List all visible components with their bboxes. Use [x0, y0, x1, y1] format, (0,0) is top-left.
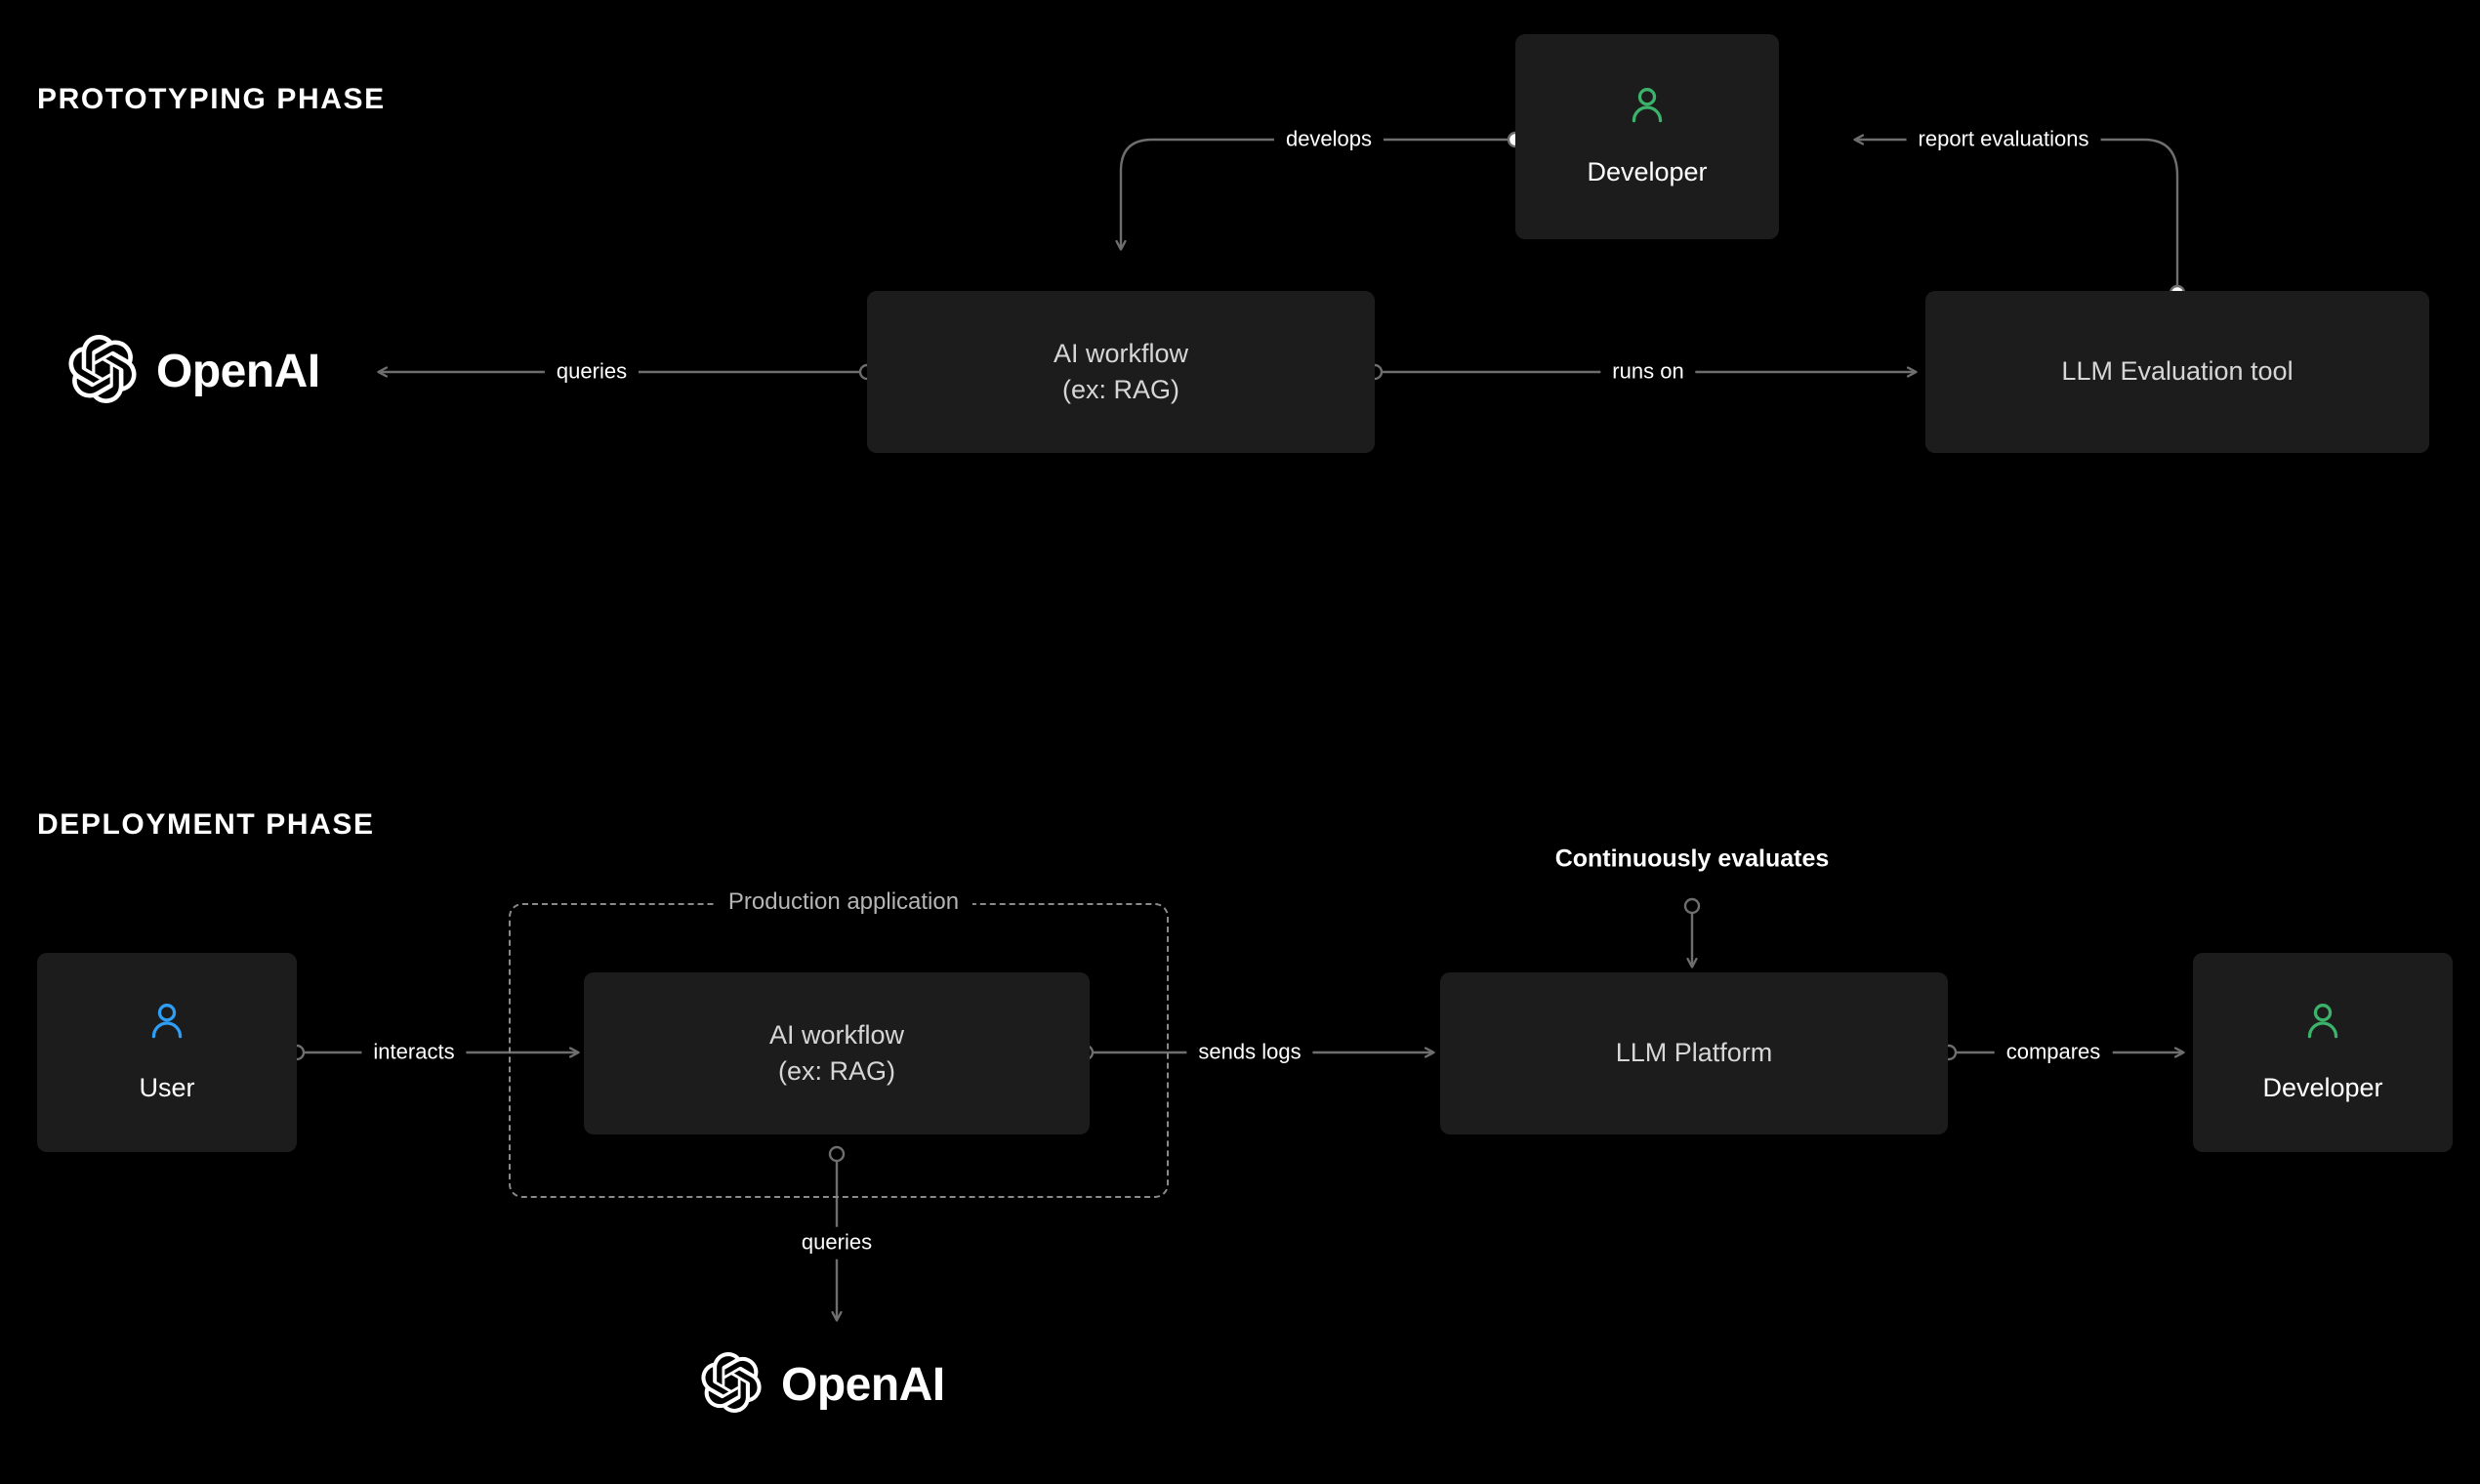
node-developer-deployment-label: Developer	[2262, 1072, 2383, 1102]
openai-logo-deployment: OpenAI	[701, 1352, 945, 1418]
edge-label-compares: compares	[1994, 1036, 2113, 1069]
openai-mark-icon	[701, 1352, 762, 1418]
node-user[interactable]: User	[37, 953, 297, 1152]
person-icon	[145, 999, 188, 1049]
node-ai-workflow-prototyping[interactable]: AI workflow (ex: RAG)	[867, 291, 1375, 453]
person-icon	[2301, 999, 2344, 1049]
phase-title-deployment: DEPLOYMENT PHASE	[37, 808, 375, 841]
edge-continuously-evaluates	[1683, 897, 1701, 967]
openai-mark-icon	[68, 335, 137, 408]
openai-logo-text-prototyping: OpenAI	[156, 346, 320, 397]
node-developer-prototyping[interactable]: Developer	[1515, 34, 1779, 239]
node-ai-workflow-deployment[interactable]: AI workflow (ex: RAG)	[584, 972, 1090, 1134]
edge-report-evaluations	[1855, 140, 2186, 302]
edge-label-sends-logs: sends logs	[1186, 1036, 1313, 1069]
edge-label-queries-deployment: queries	[789, 1226, 885, 1259]
node-developer-deployment[interactable]: Developer	[2193, 953, 2453, 1152]
edge-label-interacts: interacts	[361, 1036, 467, 1069]
group-production-application-label: Production application	[714, 888, 973, 916]
openai-logo-prototyping: OpenAI	[68, 335, 320, 408]
node-llm-platform-label: LLM Platform	[1615, 1038, 1773, 1068]
edge-label-report-evaluations: report evaluations	[1906, 123, 2101, 156]
node-ai-workflow-deployment-label: AI workflow (ex: RAG)	[768, 1019, 905, 1086]
node-llm-evaluation-tool[interactable]: LLM Evaluation tool	[1925, 291, 2429, 453]
node-ai-workflow-prototyping-label: AI workflow (ex: RAG)	[1053, 338, 1189, 404]
node-developer-prototyping-label: Developer	[1587, 156, 1708, 186]
node-llm-evaluation-tool-label: LLM Evaluation tool	[2061, 356, 2294, 387]
phase-title-prototyping: PROTOTYPING PHASE	[37, 83, 386, 115]
edge-label-develops: develops	[1273, 123, 1385, 156]
openai-logo-text-deployment: OpenAI	[781, 1359, 945, 1411]
edge-label-runs-on: runs on	[1600, 355, 1696, 389]
person-icon	[1626, 83, 1669, 133]
node-user-label: User	[139, 1072, 195, 1102]
edge-label-queries-prototyping: queries	[544, 355, 640, 389]
annotation-continuously-evaluates: Continuously evaluates	[1554, 845, 1830, 873]
node-llm-platform[interactable]: LLM Platform	[1440, 972, 1948, 1134]
